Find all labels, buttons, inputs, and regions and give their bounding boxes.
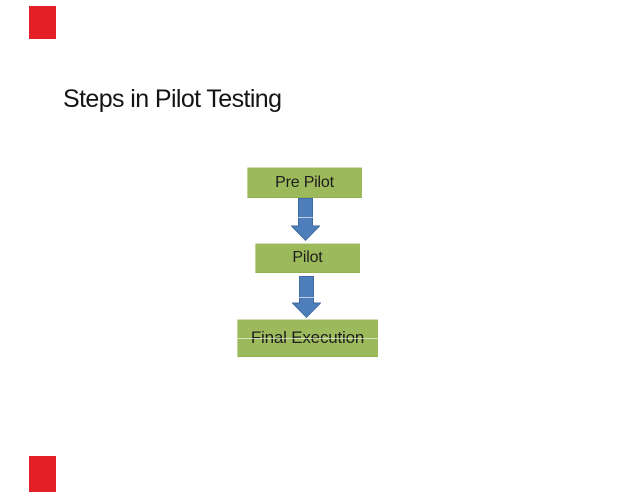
down-arrow-icon — [292, 276, 321, 318]
step-label-pilot: Pilot — [292, 249, 323, 266]
step-box-pilot: Pilot — [255, 243, 360, 273]
red-accent-bottom — [29, 456, 56, 492]
red-accent-top — [29, 6, 56, 39]
step-box-final-execution: Final Execution — [237, 319, 378, 357]
step-box-pre-pilot: Pre Pilot — [247, 167, 362, 198]
slide-title: Steps in Pilot Testing — [63, 85, 282, 113]
down-arrow-icon — [291, 198, 320, 241]
step-label-pre-pilot: Pre Pilot — [275, 173, 334, 191]
step-label-final-execution: Final Execution — [250, 328, 365, 347]
